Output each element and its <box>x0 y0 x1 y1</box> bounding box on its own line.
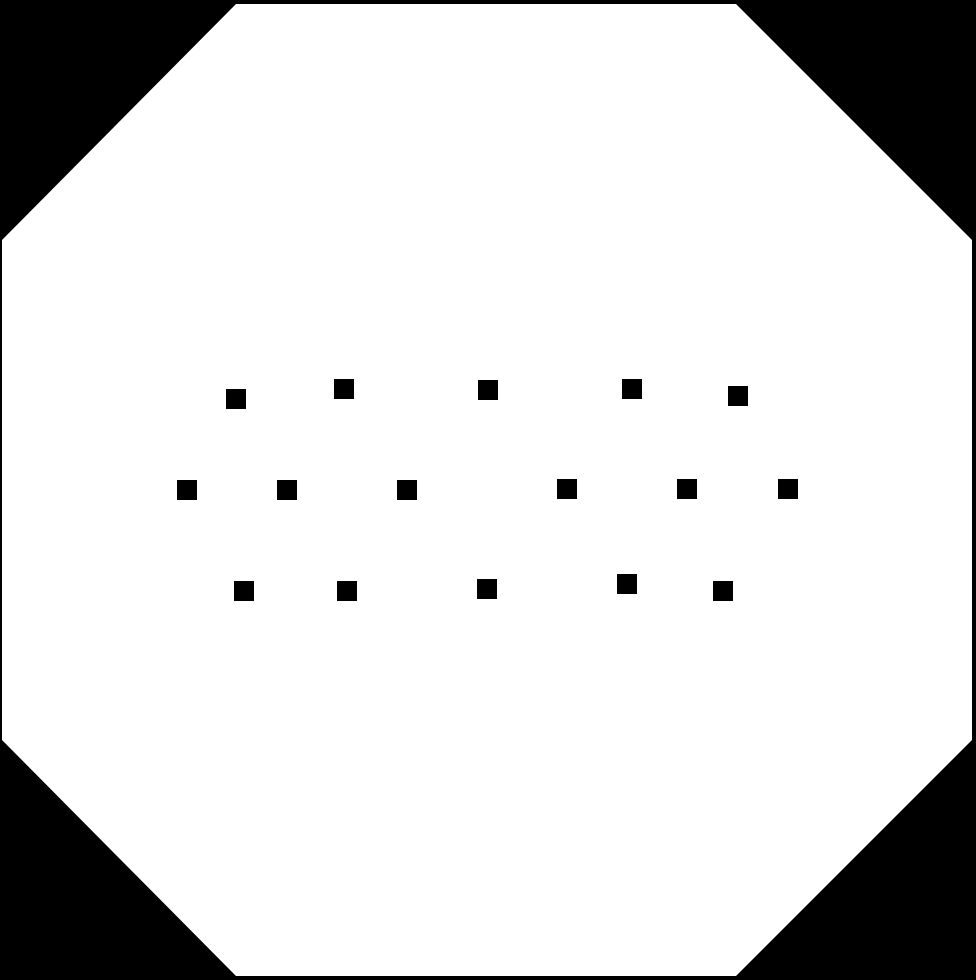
square-marker <box>622 379 642 399</box>
square-marker <box>728 386 748 406</box>
square-marker <box>713 581 733 601</box>
octagon-shape <box>2 4 972 976</box>
square-marker <box>177 480 197 500</box>
square-marker <box>778 479 798 499</box>
square-marker <box>234 581 254 601</box>
square-marker <box>478 380 498 400</box>
square-marker <box>477 579 497 599</box>
square-marker <box>226 389 246 409</box>
square-marker <box>337 581 357 601</box>
square-marker <box>277 480 297 500</box>
square-marker <box>617 574 637 594</box>
marker-grid <box>177 379 798 601</box>
square-marker <box>677 479 697 499</box>
square-marker <box>557 479 577 499</box>
square-marker <box>334 379 354 399</box>
square-marker <box>397 480 417 500</box>
